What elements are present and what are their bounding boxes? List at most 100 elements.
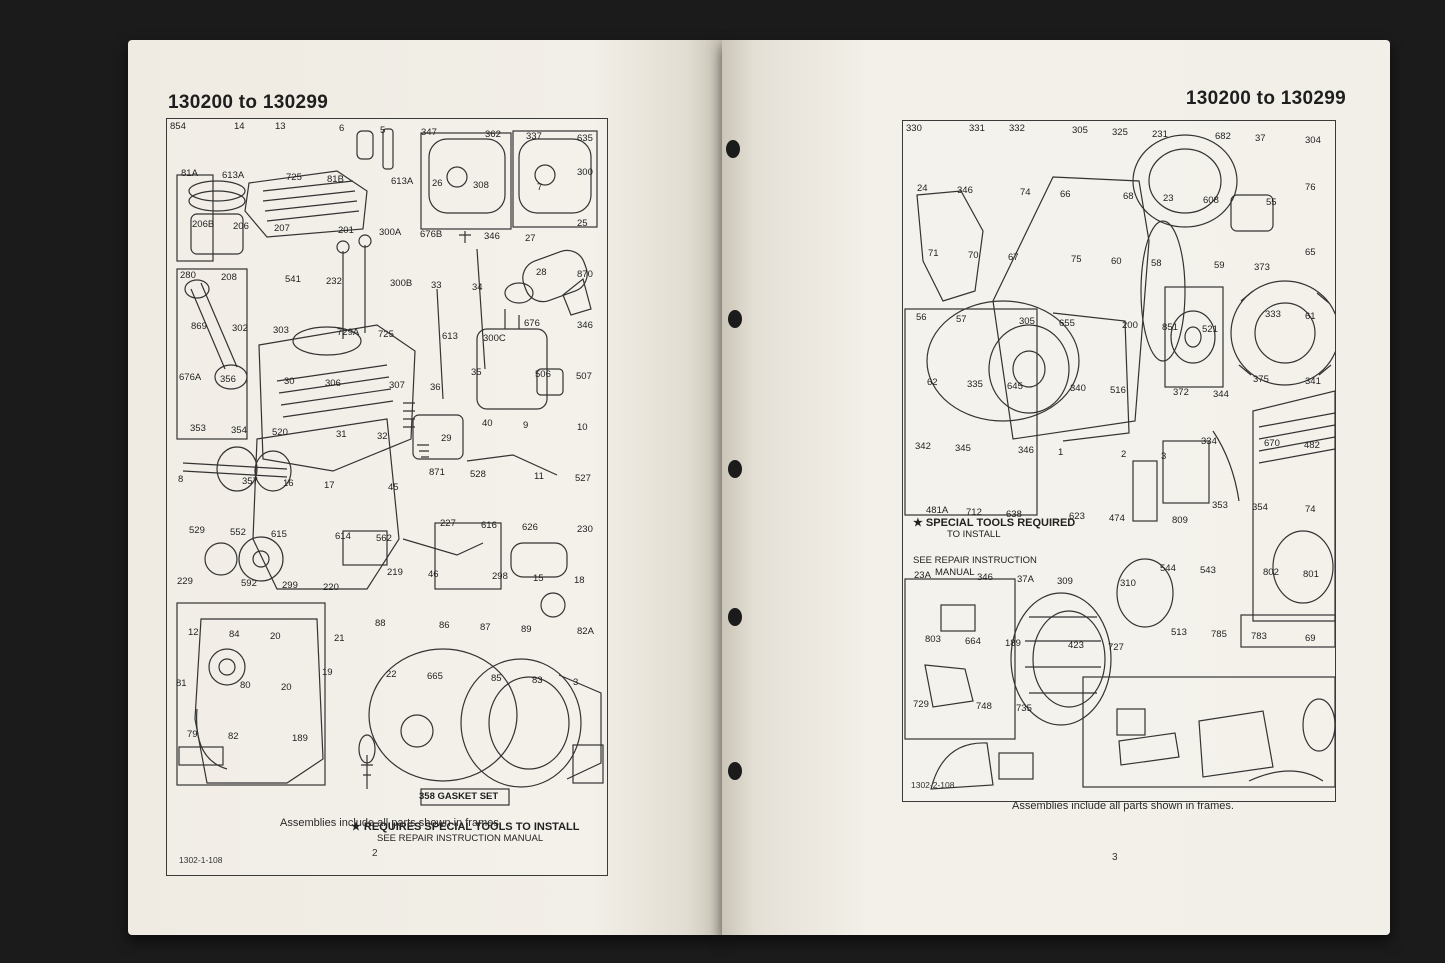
part-number-label: 31: [336, 429, 347, 440]
part-number-label: 307: [389, 380, 405, 391]
part-number-label: 12: [188, 627, 199, 638]
binder-hole-1: [726, 140, 740, 158]
part-number-label: 735: [1016, 702, 1032, 714]
part-number-label: 46: [428, 569, 439, 580]
part-number-label: 16: [283, 478, 294, 489]
part-number-label: 26: [432, 178, 443, 189]
part-number-label: 608: [1203, 195, 1219, 207]
part-number-label: 60: [1111, 255, 1122, 267]
part-number-label: 55: [1266, 197, 1277, 209]
part-number-label: 340: [1070, 382, 1086, 394]
part-number-label: 87: [480, 622, 491, 633]
part-number-label: 375: [1253, 373, 1269, 385]
part-number-label: 325: [1112, 127, 1128, 138]
part-number-label: 337: [526, 131, 542, 142]
right-note-line-2: TO INSTALL: [947, 529, 1001, 540]
part-number-label: 89: [521, 624, 532, 635]
part-number-label: 81A: [181, 168, 198, 179]
binder-hole-5: [728, 762, 742, 780]
binder-hole-3: [728, 460, 742, 478]
part-number-label: 543: [1200, 564, 1216, 576]
part-number-label: 809: [1172, 515, 1188, 527]
part-number-label: 81B: [327, 174, 344, 185]
part-number-label: 24: [917, 183, 928, 195]
engine-parts-illustration-right: [904, 134, 1335, 790]
part-number-label: 528: [470, 469, 486, 480]
part-number-label: 68: [1123, 191, 1134, 203]
part-number-label: 3: [1161, 451, 1167, 462]
part-number-label: 6: [339, 123, 345, 134]
part-number-label: 300A: [379, 227, 402, 238]
part-number-label: 21: [334, 633, 345, 644]
right-page: 130200 to 130299: [722, 40, 1390, 935]
part-number-label: 76: [1305, 182, 1316, 194]
part-number-label: 482: [1304, 440, 1320, 451]
right-page-number: 3: [1112, 852, 1118, 863]
gasket-set-label: 358 GASKET SET: [419, 791, 499, 802]
right-page-heading: 130200 to 130299: [1185, 88, 1346, 109]
part-number-label: 803: [925, 634, 941, 646]
part-number-label: 82: [228, 731, 239, 742]
part-number-label: 10: [577, 422, 588, 433]
part-number-label: 520: [272, 427, 288, 438]
part-number-label: 748: [976, 700, 992, 712]
part-number-label: 801: [1303, 568, 1319, 580]
part-number-label: 1: [1058, 447, 1064, 458]
part-number-label: 33: [431, 280, 442, 291]
part-number-label: 305: [1019, 316, 1035, 328]
right-exploded-diagram: 1302-2-108 ★ SPECIAL TOOLS REQUIRED TO I…: [902, 120, 1336, 802]
part-number-label: 227: [440, 518, 456, 529]
part-number-label: 345: [955, 443, 971, 454]
part-number-label: 70: [968, 249, 979, 261]
part-number-label: 229: [177, 576, 193, 587]
part-number-label: 80: [240, 680, 251, 691]
part-number-label: 682: [1215, 131, 1231, 142]
part-number-label: 302: [232, 323, 248, 334]
part-number-label: 727: [1108, 642, 1124, 654]
part-number-label: 230: [577, 524, 593, 535]
part-number-label: 309: [1057, 575, 1073, 587]
part-number-label: 40: [482, 418, 493, 429]
part-number-label: 200: [1122, 320, 1138, 332]
part-number-label: 65: [1305, 246, 1316, 258]
part-number-label: 9: [523, 420, 529, 431]
left-exploded-diagram: 1302-1-108 358 GASKET SET ★ REQUIRES SPE…: [166, 118, 608, 876]
left-page: 130200 to 130299: [128, 40, 722, 935]
part-number-label: 36: [430, 382, 441, 393]
part-number-label: 346: [577, 320, 593, 331]
part-number-label: 623: [1069, 511, 1085, 523]
part-number-label: 616: [481, 520, 497, 531]
part-number-label: 712: [966, 507, 982, 519]
part-number-label: 655: [1059, 318, 1075, 330]
part-number-label: 670: [1264, 438, 1280, 449]
part-number-label: 310: [1120, 577, 1136, 589]
part-number-label: 330: [906, 123, 922, 134]
left-special-tools-note: ★ REQUIRES SPECIAL TOOLS TO INSTALL SEE …: [351, 821, 579, 845]
right-note-line-1: ★ SPECIAL TOOLS REQUIRED: [913, 517, 1076, 529]
part-number-label: 332: [1009, 123, 1025, 134]
part-number-label: 81: [176, 678, 187, 689]
part-number-label: 86: [439, 620, 450, 631]
part-number-label: 544: [1160, 562, 1176, 574]
part-number-label: 37A: [1017, 573, 1034, 585]
part-number-label: 851: [1162, 322, 1178, 334]
part-number-label: 66: [1060, 189, 1071, 201]
part-number-label: 802: [1263, 566, 1279, 578]
part-number-label: 23: [1163, 193, 1174, 205]
part-number-label: 344: [1213, 388, 1229, 400]
part-number-label: 299: [282, 580, 298, 591]
part-number-label: 69: [1305, 633, 1316, 645]
part-number-label: 305: [1072, 125, 1088, 136]
right-note-line-3: SEE REPAIR INSTRUCTION: [913, 555, 1037, 566]
part-number-label: 8: [178, 474, 184, 485]
part-number-label: 676A: [179, 372, 202, 383]
part-number-label: 59: [1214, 259, 1225, 271]
part-number-label: 516: [1110, 384, 1126, 396]
part-number-label: 346: [484, 231, 500, 242]
part-number-label: 207: [274, 223, 290, 234]
part-number-label: 353: [1212, 500, 1228, 512]
part-number-label: 346: [957, 185, 973, 197]
part-number-label: 481A: [926, 505, 949, 517]
part-number-label: 342: [915, 441, 931, 452]
open-manual: 130200 to 130299: [128, 40, 1390, 935]
